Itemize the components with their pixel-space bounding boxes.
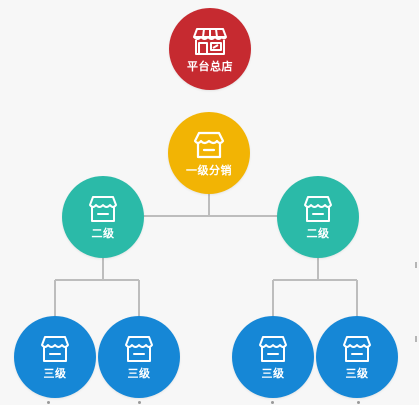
- store-icon: [193, 131, 225, 158]
- store-icon: [41, 335, 69, 362]
- node-level3-1: 三级: [14, 316, 96, 398]
- store-icon: [259, 335, 287, 362]
- store-icon: [343, 335, 371, 362]
- trailing-dot: [271, 401, 274, 404]
- store-icon: [89, 195, 117, 222]
- node-level2-right: 二级: [277, 176, 359, 258]
- edge-mark: [415, 262, 417, 268]
- node-level3-2: 三级: [98, 316, 180, 398]
- node-level1-label: 一级分销: [186, 163, 232, 177]
- node-level3-1-label: 三级: [43, 366, 67, 380]
- trailing-dot: [138, 401, 141, 404]
- node-level3-3: 三级: [232, 316, 314, 398]
- node-level2-left: 二级: [62, 176, 144, 258]
- node-level3-3-label: 三级: [261, 366, 285, 380]
- node-level3-4-label: 三级: [345, 366, 369, 380]
- node-root: 平台总店: [169, 8, 251, 90]
- node-level3-4: 三级: [316, 316, 398, 398]
- storefront-icon: [193, 27, 227, 55]
- store-icon: [125, 335, 153, 362]
- trailing-dot: [47, 401, 50, 404]
- node-level3-2-label: 三级: [127, 366, 151, 380]
- store-icon: [304, 195, 332, 222]
- trailing-dot: [357, 401, 360, 404]
- node-level2-right-label: 二级: [306, 226, 330, 240]
- node-level2-left-label: 二级: [91, 226, 115, 240]
- node-root-label: 平台总店: [187, 59, 233, 73]
- node-level1: 一级分销: [168, 112, 250, 194]
- edge-mark: [415, 336, 417, 342]
